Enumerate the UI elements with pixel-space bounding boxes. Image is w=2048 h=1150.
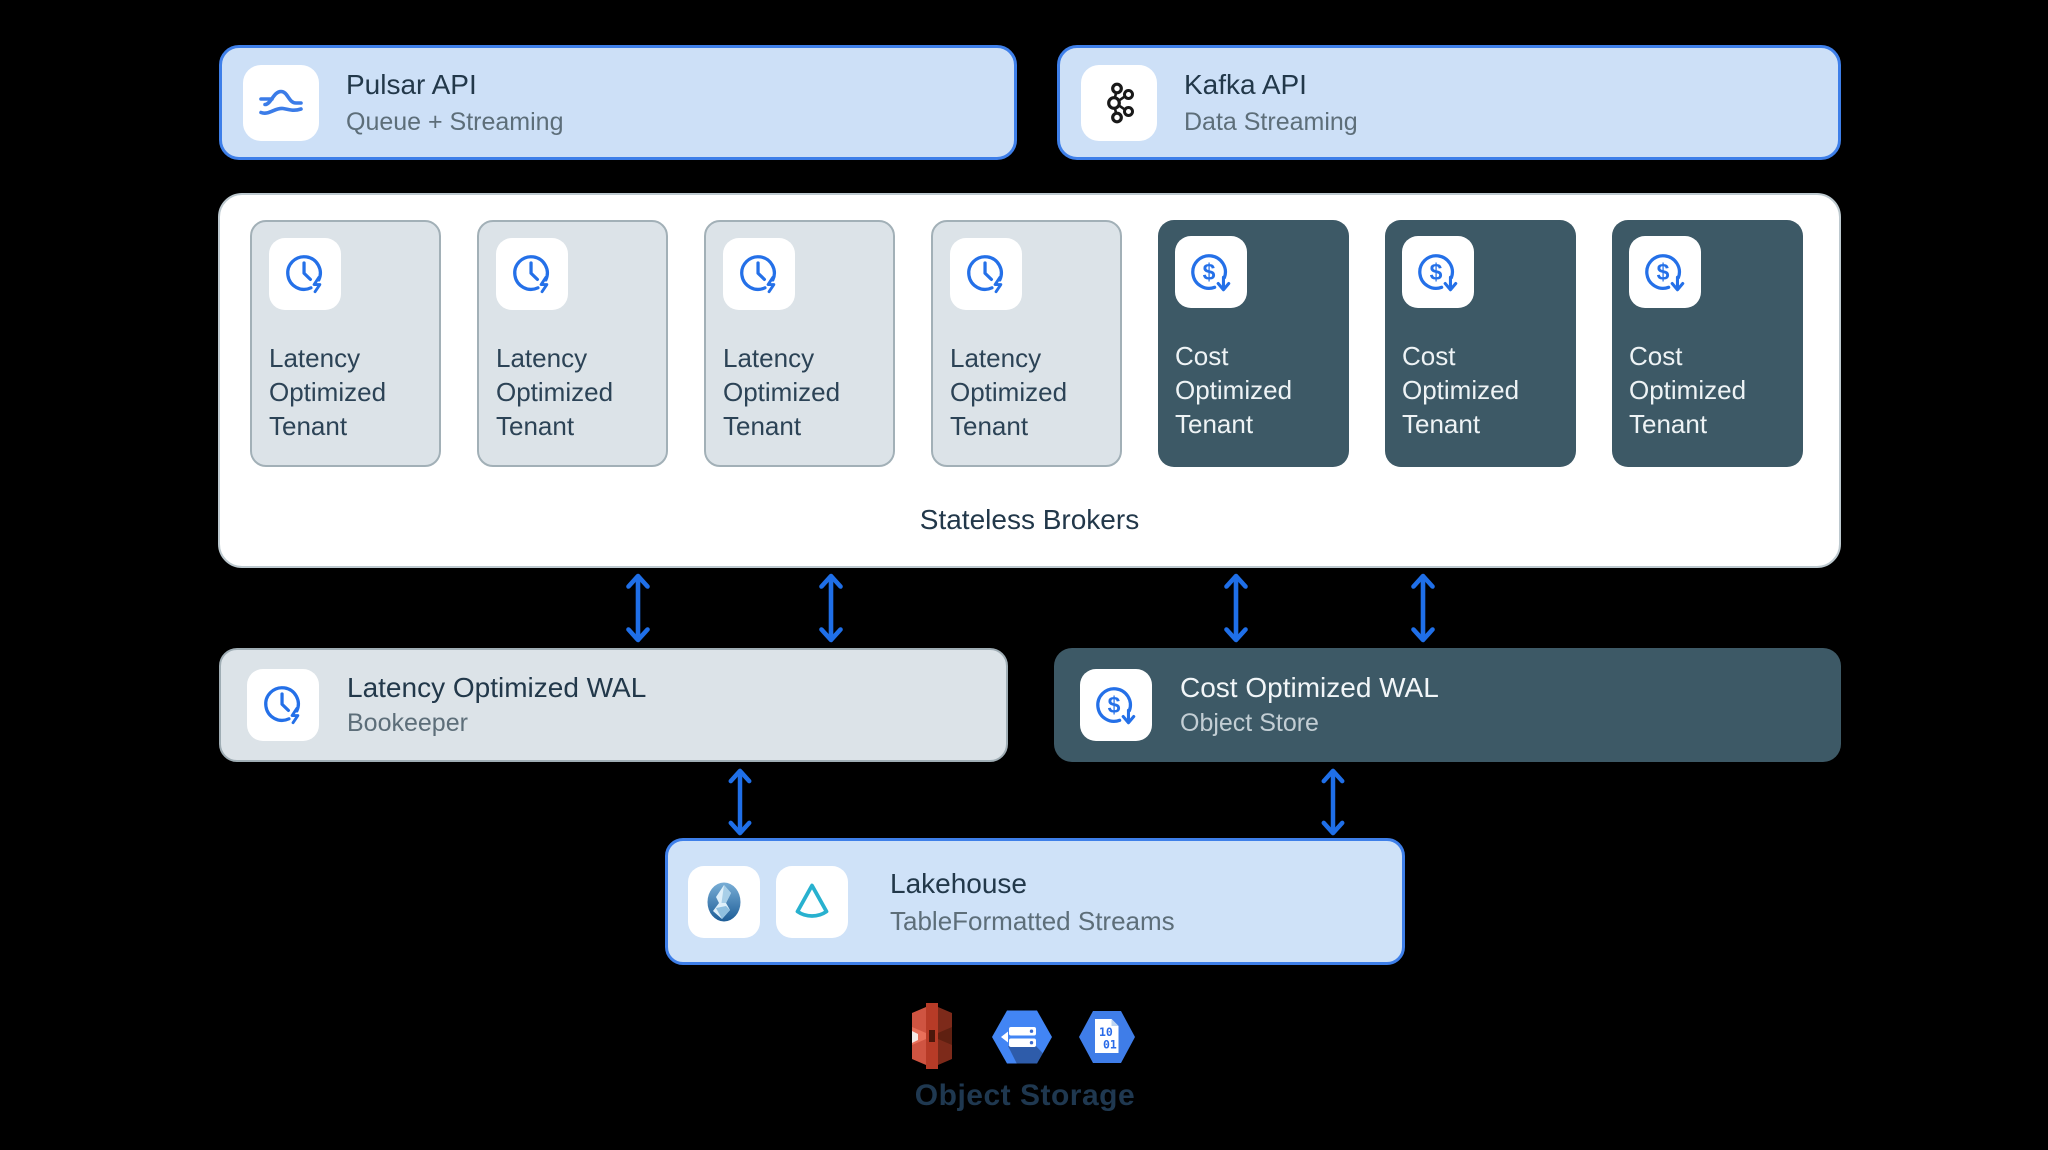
bidirectional-arrow-icon	[816, 571, 846, 645]
lakehouse-subtitle: TableFormatted Streams	[890, 905, 1175, 936]
latency-tenant-card: Latency Optimized Tenant	[931, 220, 1122, 467]
tenant-label: Cost Optimized Tenant	[1402, 341, 1520, 439]
cost-tenant-card: Cost Optimized Tenant	[1612, 220, 1803, 467]
tenant-label: Cost Optimized Tenant	[1175, 341, 1293, 439]
latency-icon-tile	[496, 238, 568, 310]
tenant-label: Latency Optimized Tenant	[269, 343, 387, 441]
cost-dollar-icon	[1191, 254, 1231, 292]
pulsar-icon-tile	[243, 64, 319, 141]
latency-tenant-card: Latency Optimized Tenant	[704, 220, 895, 467]
cost-wal-box: Cost Optimized WAL Object Store	[1054, 648, 1841, 762]
cost-icon-tile	[1402, 236, 1474, 308]
wal-subtitle: Object Store	[1180, 709, 1319, 737]
tenant-label: Latency Optimized Tenant	[496, 343, 614, 441]
kafka-logo-icon	[1107, 82, 1135, 123]
api-subtitle: Data Streaming	[1184, 107, 1358, 136]
api-title: Kafka API	[1184, 68, 1307, 100]
stateless-brokers-label: Stateless Brokers	[919, 504, 1140, 535]
latency-clock-icon	[967, 255, 1003, 294]
bidirectional-arrow-icon	[623, 571, 653, 645]
binary-data-icon	[1079, 1011, 1135, 1063]
latency-clock-icon	[264, 686, 300, 725]
object-storage-label: Object Storage	[914, 1079, 1136, 1112]
delta-lake-icon	[795, 883, 829, 918]
cost-dollar-icon	[1096, 687, 1136, 725]
wal-title: Latency Optimized WAL	[347, 672, 647, 703]
kafka-api-box: Kafka API Data Streaming	[1057, 45, 1841, 160]
kafka-icon-tile	[1081, 64, 1157, 141]
lakehouse-box: Lakehouse TableFormatted Streams	[665, 838, 1405, 965]
tenant-label: Cost Optimized Tenant	[1629, 341, 1747, 439]
wal-title: Cost Optimized WAL	[1180, 672, 1439, 703]
cost-dollar-icon	[1645, 254, 1685, 292]
delta-lake-icon-tile	[776, 865, 848, 938]
lakehouse-title: Lakehouse	[890, 867, 1028, 899]
bidirectional-arrow-icon	[1318, 767, 1348, 837]
cost-tenant-card: Cost Optimized Tenant	[1158, 220, 1349, 467]
cost-dollar-icon	[1418, 254, 1458, 292]
pulsar-api-box: Pulsar API Queue + Streaming	[219, 45, 1017, 160]
tenant-label: Latency Optimized Tenant	[950, 343, 1068, 441]
iceberg-icon-tile	[688, 865, 760, 938]
latency-clock-icon	[740, 255, 776, 294]
bidirectional-arrow-icon	[1408, 571, 1438, 645]
cost-icon-tile	[1080, 669, 1152, 741]
tenant-label: Latency Optimized Tenant	[723, 343, 841, 441]
google-cloud-storage-icon	[991, 1006, 1053, 1068]
cost-icon-tile	[1175, 236, 1247, 308]
latency-tenant-card: Latency Optimized Tenant	[250, 220, 441, 467]
latency-clock-icon	[286, 255, 322, 294]
wal-subtitle: Bookeeper	[347, 709, 468, 737]
tenant-row: Latency Optimized Tenant Latency Optimiz…	[250, 220, 1803, 467]
bidirectional-arrow-icon	[725, 767, 755, 837]
cost-tenant-card: Cost Optimized Tenant	[1385, 220, 1576, 467]
bidirectional-arrow-icon	[1221, 571, 1251, 645]
api-title: Pulsar API	[346, 68, 477, 100]
aws-s3-icon	[912, 1003, 952, 1069]
api-subtitle: Queue + Streaming	[346, 107, 564, 136]
cost-icon-tile	[1629, 236, 1701, 308]
latency-wal-box: Latency Optimized WAL Bookeeper	[219, 648, 1008, 762]
latency-tenant-card: Latency Optimized Tenant	[477, 220, 668, 467]
latency-icon-tile	[247, 669, 319, 741]
latency-icon-tile	[950, 238, 1022, 310]
latency-clock-icon	[513, 255, 549, 294]
latency-icon-tile	[269, 238, 341, 310]
pulsar-logo-icon	[259, 89, 303, 115]
latency-icon-tile	[723, 238, 795, 310]
iceberg-icon	[707, 882, 741, 921]
stateless-brokers-container: Latency Optimized Tenant Latency Optimiz…	[218, 193, 1841, 568]
